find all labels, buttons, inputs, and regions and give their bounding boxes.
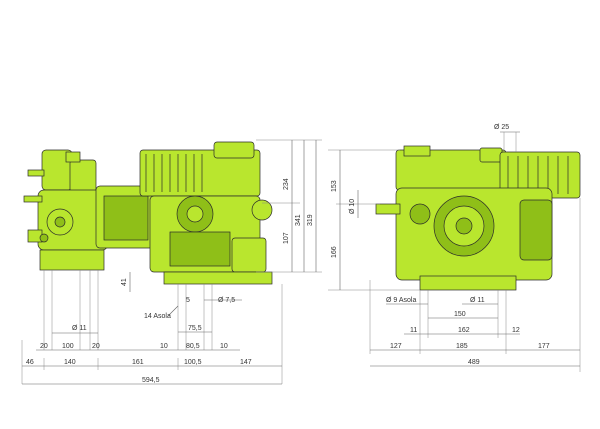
engine-base [163, 271, 273, 285]
dim-12: 12 [512, 327, 520, 334]
dim-80-5: 80,5 [186, 343, 200, 350]
dim-dia-10: Ø 10 [349, 199, 356, 214]
dim-161: 161 [132, 359, 144, 366]
side-vertical-dims: 234 107 341 319 41 [121, 139, 322, 292]
dim-489: 489 [468, 359, 480, 366]
side-view-engine-pump [23, 141, 273, 285]
dim-153: 153 [331, 180, 338, 192]
front-cap [403, 145, 431, 157]
engine-head-center [186, 205, 204, 223]
dim-dia-9-asola: Ø 9 Asola [386, 297, 416, 304]
dim-dia-7-5: Ø 7,5 [218, 297, 235, 304]
front-horizontal-dims: Ø 9 Asola Ø 11 150 11 162 12 127 185 177… [369, 198, 581, 372]
front-shaft [375, 203, 401, 215]
gearbox-cover [103, 195, 149, 241]
dim-20-left: 20 [40, 343, 48, 350]
dim-150: 150 [454, 311, 466, 318]
dim-234: 234 [283, 178, 290, 190]
dim-5: 5 [186, 297, 190, 304]
side-horizontal-dims: 14 Asola 5 Ø 7,5 75,5 Ø 11 20 100 20 10 … [21, 270, 283, 385]
dim-11: 11 [410, 327, 417, 334]
dim-41: 41 [121, 278, 128, 286]
pump-outlet-side [23, 195, 43, 203]
front-vertical-dims: 153 166 Ø 10 Ø 25 [328, 124, 520, 291]
front-view-engine-pump [375, 145, 581, 291]
pump-hub [54, 216, 66, 228]
dim-20-right: 20 [92, 343, 100, 350]
dim-107: 107 [283, 232, 290, 244]
dim-319: 319 [307, 214, 314, 226]
pump-head-right [69, 159, 97, 193]
dim-14-asola: 14 Asola [144, 313, 171, 320]
engine-side [139, 141, 273, 285]
dim-dia-25: Ø 25 [494, 124, 509, 131]
dim-162: 162 [458, 327, 470, 334]
dim-127: 127 [390, 343, 402, 350]
engine-side-cover [231, 237, 267, 273]
dim-46: 46 [26, 359, 34, 366]
dim-10-left: 10 [160, 343, 168, 350]
crankcase [169, 231, 231, 267]
dim-75-5: 75,5 [188, 325, 202, 332]
pump-assembly [23, 149, 155, 271]
dim-dia-11-left: Ø 11 [72, 325, 87, 332]
dim-100: 100 [62, 343, 74, 350]
dim-dia-11-right: Ø 11 [470, 297, 485, 304]
pump-inlet [27, 229, 43, 243]
front-base [419, 275, 517, 291]
front-side-cover [519, 199, 553, 261]
dim-147: 147 [240, 359, 252, 366]
air-filter [213, 141, 255, 159]
pump-base-foot [39, 249, 105, 271]
pump-top-cap [65, 151, 81, 163]
dim-140: 140 [64, 359, 76, 366]
dim-177: 177 [538, 343, 550, 350]
dim-185: 185 [456, 343, 468, 350]
pump-outlet-top [27, 169, 45, 177]
dim-10-right: 10 [220, 343, 228, 350]
pump-nut [39, 233, 49, 243]
recoil-starter-hub [455, 217, 473, 235]
dim-100-5: 100,5 [184, 359, 202, 366]
dim-341: 341 [295, 214, 302, 226]
dim-594-5: 594,5 [142, 377, 160, 384]
muffler [251, 199, 273, 221]
front-air-filter [479, 147, 503, 163]
front-pump-port [409, 203, 431, 225]
dim-166: 166 [331, 246, 338, 258]
